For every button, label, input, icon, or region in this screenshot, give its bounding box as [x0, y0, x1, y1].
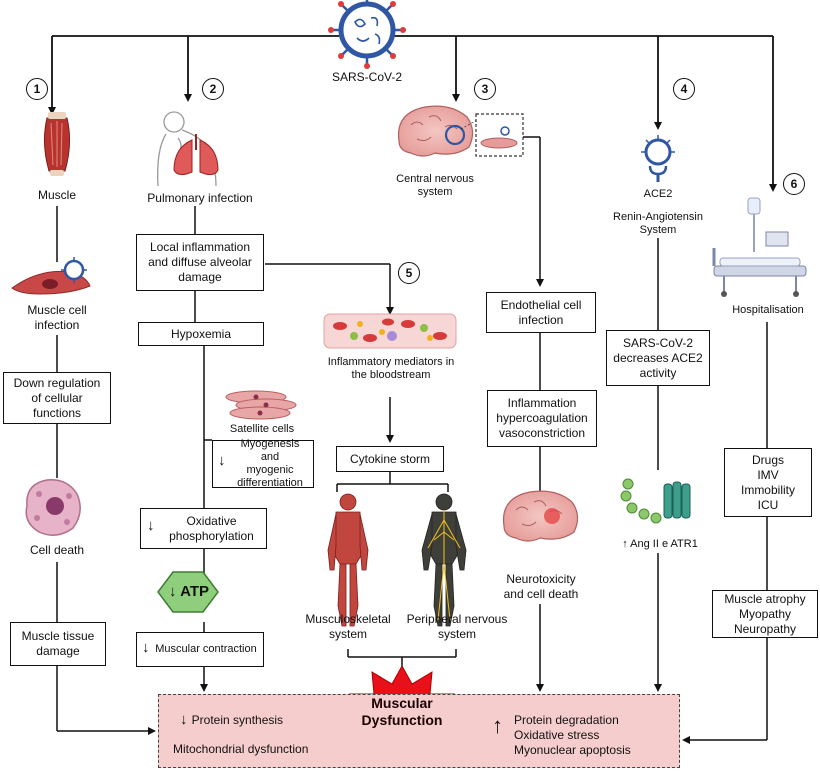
neurotoxicity-label: Neurotoxicity and cell death: [503, 572, 579, 601]
decrease-arrow-icon: ↓: [142, 639, 150, 656]
cns-label: Central nervous system: [396, 173, 474, 198]
lungs-icon: [173, 134, 219, 176]
drugs-imv-box: Drugs IMV Immobility ICU: [724, 448, 812, 517]
nervous-system-body-icon: [421, 493, 467, 627]
oxidative-phosphorylation-box: ↓ Oxidative phosphorylation: [140, 508, 267, 549]
decrease-arrow-icon: ↓: [180, 711, 192, 728]
decrease-arrow-icon: ↓: [147, 517, 155, 534]
peripheral-nervous-label: Peripheral nervous system: [406, 612, 508, 641]
satellite-cells-icon: [225, 390, 297, 420]
decrease-arrow-icon: ↓: [218, 452, 226, 469]
brain-icon: [397, 105, 480, 157]
inflammation-hypercoagulation-box: Inflammation hypercoagulation vasoconstr…: [487, 390, 597, 447]
satellite-cells-label: Satellite cells: [229, 423, 295, 435]
decreases-ace2-box: SARS-CoV-2 decreases ACE2 activity: [606, 330, 710, 386]
step-number-3: 3: [474, 78, 496, 100]
musculoskeletal-label: Musculoskeletal system: [305, 612, 391, 641]
local-inflammation-box: Local inflammation and diffuse alveolar …: [136, 234, 264, 291]
outcome-panel: [158, 694, 680, 768]
down-regulation-box: Down regulation of cellular functions: [3, 372, 111, 424]
musculoskeletal-body-icon: [327, 493, 369, 627]
ace2-label: ACE2: [643, 188, 673, 200]
step-number-6: 6: [783, 173, 805, 195]
atp-hexagon: [157, 571, 219, 613]
zoom-inset: [475, 113, 524, 157]
ang2-atr1-label: ↑ Ang II e ATR1: [622, 538, 698, 550]
myogenesis-label: Myogenesis and myogenic differentiation: [237, 438, 303, 489]
step-number-4: 4: [673, 78, 695, 100]
hypoxemia-box: Hypoxemia: [138, 322, 264, 346]
dying-cell-icon: [25, 479, 81, 536]
small-virus-icon: [61, 257, 87, 283]
brain-lesion-icon: [502, 490, 579, 542]
hospital-bed-icon: [712, 197, 807, 297]
decrease-arrow-icon: ↓: [168, 583, 181, 600]
sars-cov-2-label: SARS-CoV-2: [331, 70, 403, 84]
virus-icon: [328, 0, 406, 69]
bloodstream-icon: [323, 313, 457, 349]
endothelial-infection-box: Endothelial cell infection: [486, 292, 596, 333]
muscle-atrophy-box: Muscle atrophy Myopathy Neuropathy: [712, 590, 818, 638]
step-number-1: 1: [26, 78, 48, 100]
step-number-2: 2: [202, 78, 224, 100]
protein-synthesis-label: ↓ Protein synthesis: [180, 711, 284, 728]
protein-degradation-label: Protein degradation Oxidative stress Myo…: [514, 713, 631, 757]
muscle-cell-infection-label: Muscle cell infection: [27, 303, 87, 332]
muscular-contraction-box: ↓ Muscular contraction: [136, 632, 264, 667]
cell-death-label: Cell death: [29, 543, 85, 557]
top-connector-lines: [48, 35, 777, 192]
mitochondrial-dysfunction-label: Mitochondrial dysfunction: [173, 742, 309, 756]
ang2-atr1-icon: [620, 478, 691, 524]
myogenesis-box: ↓ Myogenesis and myogenic differentiatio…: [212, 438, 314, 489]
muscle-icon: [43, 112, 71, 176]
cytokine-storm-box: Cytokine storm: [336, 446, 444, 472]
renin-angiotensin-label: Renin-Angiotensin System: [613, 211, 703, 236]
hospitalisation-label: Hospitalisation: [732, 304, 804, 316]
atp-label: ↓ ATP: [168, 583, 209, 600]
muscular-contraction-label: Muscular contraction: [155, 643, 257, 655]
step-number-5: 5: [398, 262, 420, 284]
inflammatory-mediators-label: Inflammatory mediators in the bloodstrea…: [327, 356, 455, 381]
muscle-label: Muscle: [37, 188, 76, 202]
pulmonary-infection-label: Pulmonary infection: [147, 191, 253, 205]
muscle-tissue-damage-box: Muscle tissue damage: [10, 622, 106, 666]
increase-arrow-icon: ↑: [492, 713, 503, 738]
ace2-receptor-icon: [641, 135, 675, 182]
oxidative-phosphorylation-label: Oxidative phosphorylation: [169, 513, 254, 543]
increase-arrow-icon: ↑: [622, 538, 631, 550]
muscular-dysfunction-label: Muscular Dysfunction: [361, 695, 443, 728]
endothelial-cell-icon: [480, 126, 518, 149]
